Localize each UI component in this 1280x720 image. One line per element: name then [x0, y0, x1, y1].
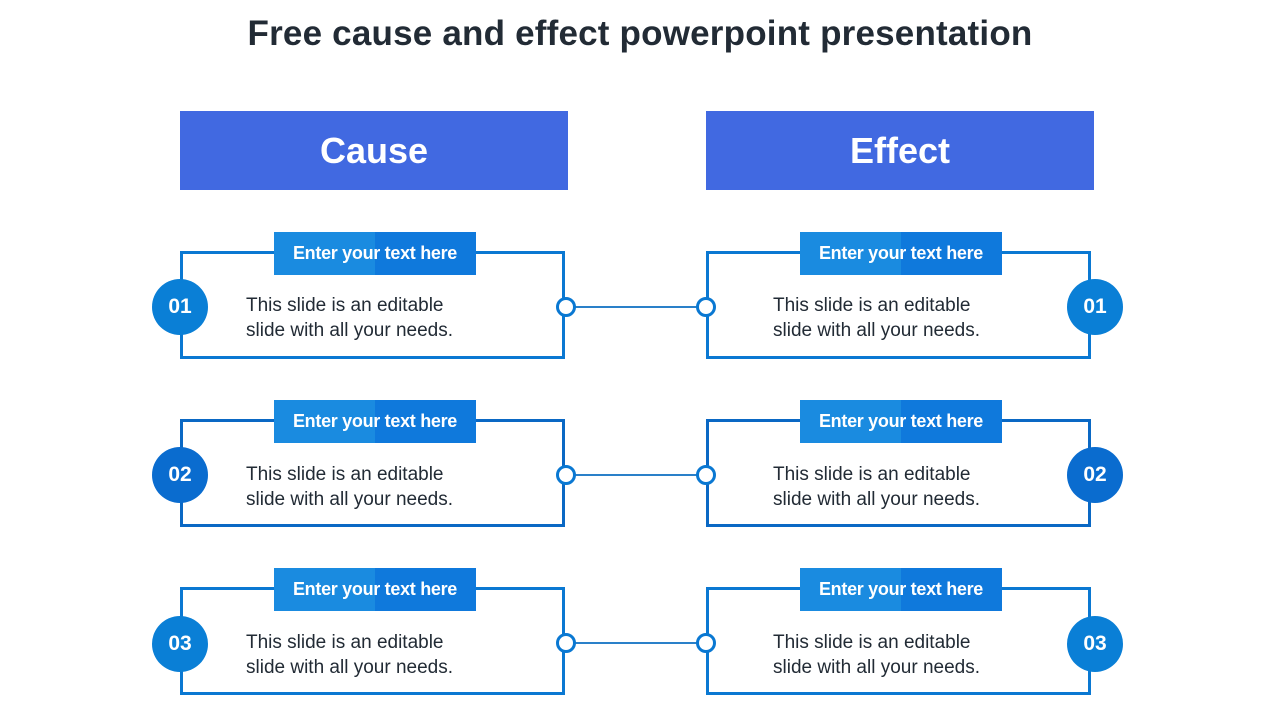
effect-text-3: This slide is an editable slide with all…: [773, 630, 1073, 680]
connector-line-3: [573, 642, 699, 644]
slide-title: Free cause and effect powerpoint present…: [247, 14, 1033, 53]
effect-text-2-line1: This slide is an editable: [773, 464, 971, 485]
effect-number-1: 01: [1067, 279, 1123, 335]
cause-text-1: This slide is an editable slide with all…: [246, 293, 546, 343]
effect-text-1-line2: slide with all your needs.: [773, 320, 980, 341]
cause-text-3: This slide is an editable slide with all…: [246, 630, 546, 680]
effect-text-2-line2: slide with all your needs.: [773, 489, 980, 510]
effect-text-3-line1: This slide is an editable: [773, 632, 971, 653]
connector-dot-cause-2: [556, 465, 576, 485]
cause-number-2: 02: [152, 447, 208, 503]
cause-tag-3: Enter your text here: [274, 568, 476, 611]
cause-text-1-line2: slide with all your needs.: [246, 320, 453, 341]
cause-text-3-line1: This slide is an editable: [246, 632, 444, 653]
connector-dot-effect-1: [696, 297, 716, 317]
effect-tag-1: Enter your text here: [800, 232, 1002, 275]
cause-tag-2: Enter your text here: [274, 400, 476, 443]
cause-text-2-line1: This slide is an editable: [246, 464, 444, 485]
connector-line-1: [573, 306, 699, 308]
cause-text-1-line1: This slide is an editable: [246, 295, 444, 316]
effect-number-2: 02: [1067, 447, 1123, 503]
effect-header: Effect: [706, 111, 1094, 190]
cause-number-3: 03: [152, 616, 208, 672]
cause-tag-1: Enter your text here: [274, 232, 476, 275]
cause-number-1: 01: [152, 279, 208, 335]
effect-text-3-line2: slide with all your needs.: [773, 657, 980, 678]
effect-tag-3: Enter your text here: [800, 568, 1002, 611]
effect-text-1: This slide is an editable slide with all…: [773, 293, 1073, 343]
effect-text-1-line1: This slide is an editable: [773, 295, 971, 316]
cause-text-2-line2: slide with all your needs.: [246, 489, 453, 510]
effect-number-3: 03: [1067, 616, 1123, 672]
connector-line-2: [573, 474, 699, 476]
connector-dot-effect-3: [696, 633, 716, 653]
connector-dot-effect-2: [696, 465, 716, 485]
cause-text-2: This slide is an editable slide with all…: [246, 462, 546, 512]
effect-text-2: This slide is an editable slide with all…: [773, 462, 1073, 512]
cause-header: Cause: [180, 111, 568, 190]
effect-tag-2: Enter your text here: [800, 400, 1002, 443]
connector-dot-cause-3: [556, 633, 576, 653]
cause-text-3-line2: slide with all your needs.: [246, 657, 453, 678]
cause-box-3: [180, 587, 565, 695]
connector-dot-cause-1: [556, 297, 576, 317]
